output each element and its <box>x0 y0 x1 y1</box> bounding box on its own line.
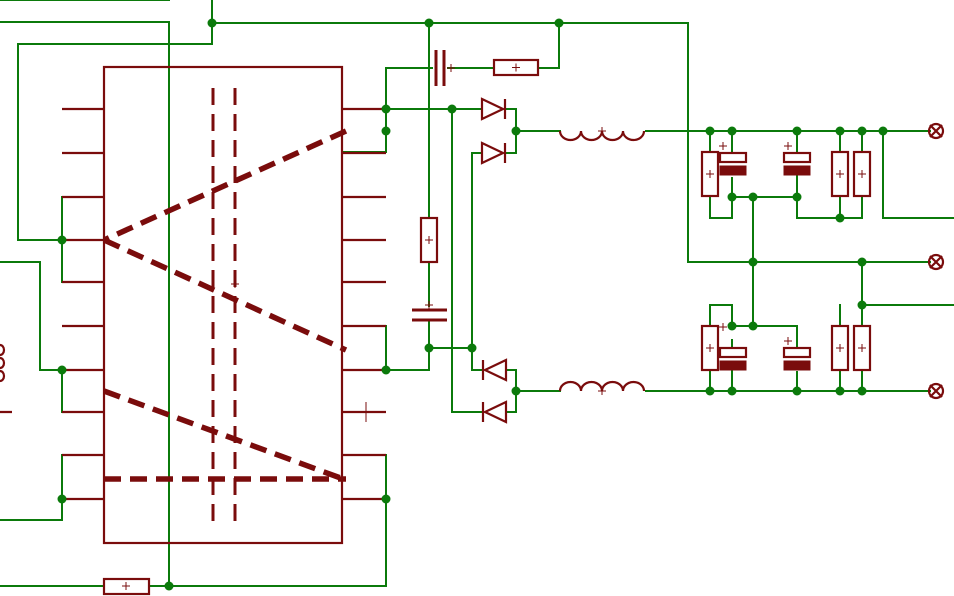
wire-diode-bridge-2 <box>471 152 483 349</box>
winding-2 <box>102 237 348 353</box>
inductor-l2 <box>558 380 646 395</box>
diodes <box>480 97 508 424</box>
wire-left-vertical <box>0 0 170 587</box>
output-terminals <box>927 122 945 400</box>
resistor-r8 <box>830 324 850 372</box>
ic-outline <box>102 65 344 545</box>
terminal-out-top[interactable] <box>927 122 945 140</box>
wire-top-bus <box>211 0 931 263</box>
capacitor-electrolytic-c5 <box>718 323 748 371</box>
ic-body <box>62 65 386 545</box>
wire-top-right-exit <box>882 130 954 219</box>
wire-top-rc <box>709 130 863 219</box>
wire-ic-right-top <box>341 108 483 153</box>
resistors <box>102 58 872 596</box>
wire-bot-rc <box>709 304 863 392</box>
left-edge-inductor-partial <box>0 343 12 414</box>
resistor-r6 <box>852 150 872 198</box>
capacitor-c1 <box>434 50 455 86</box>
wire-cap-rc <box>385 22 560 110</box>
wire-ic-left-2 <box>0 261 105 413</box>
terminal-out-mid[interactable] <box>927 253 945 271</box>
capacitor-electrolytic-c3 <box>718 142 748 176</box>
capacitors <box>412 50 812 371</box>
wire-ic-right-low <box>149 454 387 587</box>
terminal-out-bot[interactable] <box>927 382 945 400</box>
capacitor-electrolytic-c4 <box>782 142 812 176</box>
winding-1 <box>102 128 348 243</box>
resistor-r4 <box>700 150 720 198</box>
resistor-r1 <box>492 58 540 77</box>
ic-right-pins <box>342 107 386 501</box>
ic-left-pins <box>62 107 104 501</box>
diode-d3 <box>481 358 508 382</box>
wire-diode-bridge-1 <box>451 108 483 413</box>
resistor-r2 <box>419 216 439 264</box>
wire-top-left-loop <box>17 22 213 241</box>
inductor-l1 <box>558 127 646 142</box>
resistor-r9 <box>852 324 872 372</box>
wire-ic-right-bottom <box>341 325 483 371</box>
wire-ic-left-3 <box>0 454 105 521</box>
junctions <box>57 18 888 591</box>
diode-d4 <box>481 400 508 424</box>
resistor-r7 <box>700 324 720 372</box>
resistor-r3 <box>102 577 151 596</box>
winding-3 <box>103 388 347 483</box>
capacitor-electrolytic-c6 <box>782 337 812 371</box>
resistor-r5 <box>830 150 850 198</box>
pin-mark <box>356 402 376 422</box>
capacitor-c2 <box>412 301 447 322</box>
ic-origin-mark <box>231 280 239 288</box>
inductors <box>558 127 646 395</box>
diode-d1 <box>480 97 507 121</box>
diode-d2 <box>480 141 507 165</box>
